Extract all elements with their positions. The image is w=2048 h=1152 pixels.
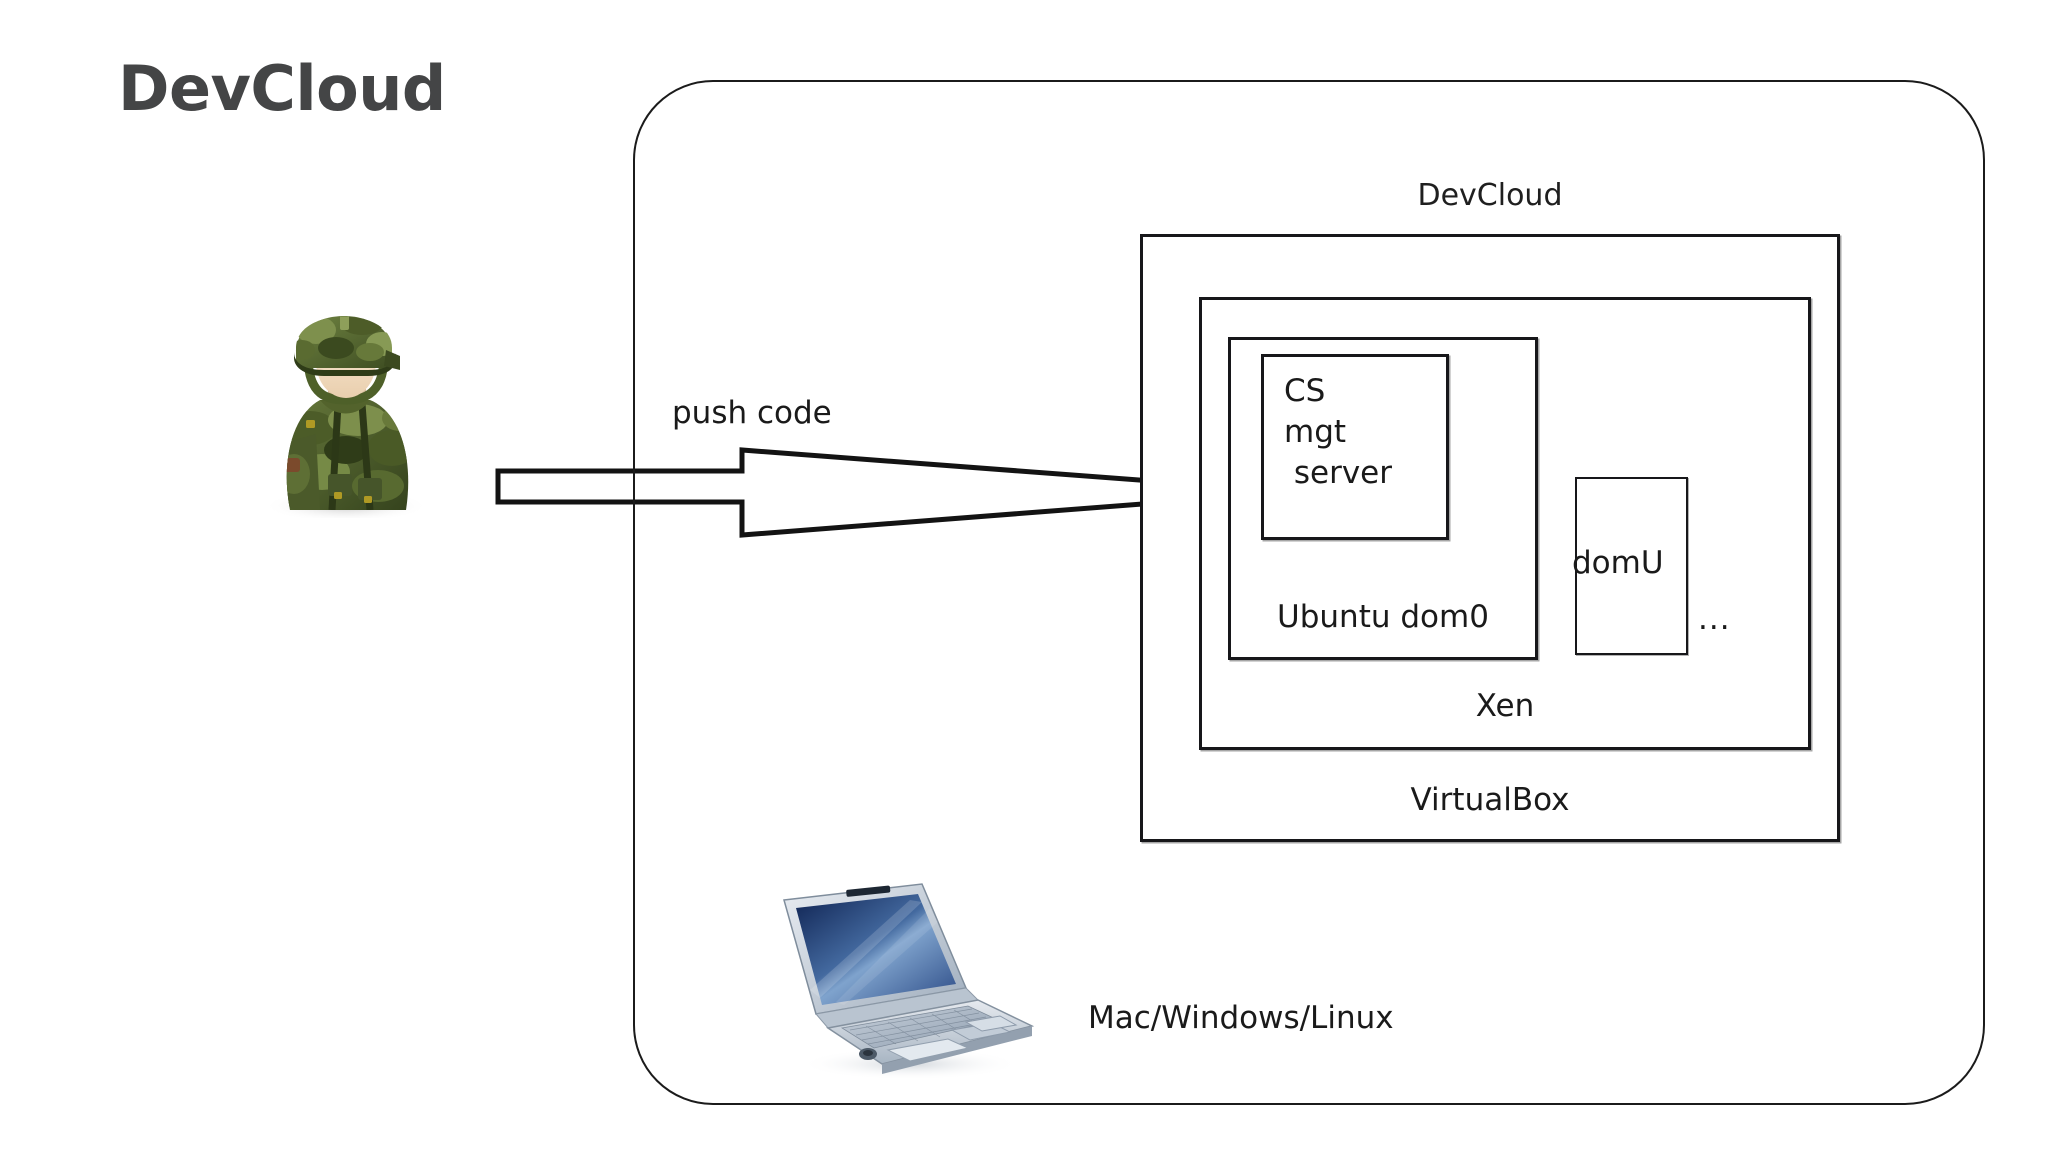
domu-ellipsis-label: ...	[1698, 601, 1731, 637]
domu-label: domU	[1572, 545, 1664, 581]
ubuntu-dom0-label: Ubuntu dom0	[1277, 599, 1489, 635]
push-code-label: push code	[672, 395, 832, 431]
block-arrow-right-icon	[495, 440, 1300, 545]
page-title: DevCloud	[118, 52, 446, 125]
devcloud-label: DevCloud	[1417, 178, 1563, 213]
host-machine-container	[633, 80, 1985, 1105]
cs-mgt-server-label: CS mgt server	[1284, 373, 1392, 491]
virtualbox-label: VirtualBox	[1410, 782, 1570, 818]
platform-label: Mac/Windows/Linux	[1088, 1000, 1394, 1036]
domu-box: domU	[1572, 477, 1688, 655]
xen-label: Xen	[1475, 688, 1535, 724]
soldier-avatar-icon	[250, 278, 440, 522]
laptop-icon	[770, 878, 1040, 1083]
cs-mgt-server-box: CS mgt server	[1261, 354, 1449, 540]
